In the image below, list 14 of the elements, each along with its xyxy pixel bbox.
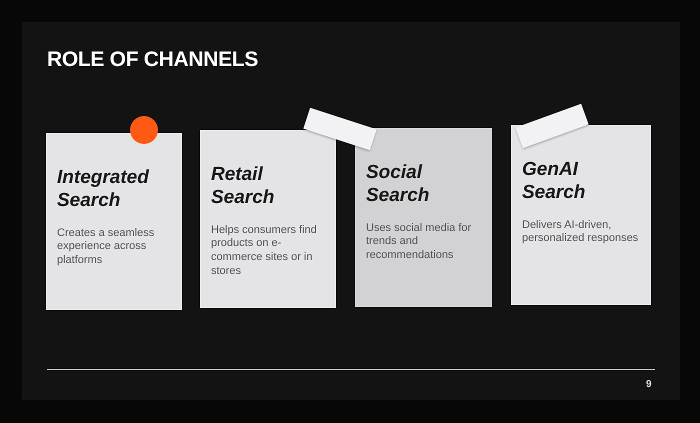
slide-title: ROLE OF CHANNELS [47, 48, 258, 72]
card-description: Uses social media for trends and recommendations [366, 222, 472, 263]
note-card [355, 128, 492, 307]
note-card [511, 125, 651, 305]
note-card [200, 130, 336, 308]
card-heading: GenAI Search [522, 159, 586, 205]
card-heading: Social Search [366, 162, 430, 208]
page-number: 9 [646, 379, 652, 390]
card-heading: Retail Search [211, 164, 276, 210]
note-card [46, 133, 182, 310]
card-heading: Integrated Search [57, 167, 150, 213]
card-description: Helps consumers find products on e-commerce sites or in stores [211, 224, 318, 279]
card-description: Creates a seamless experience across platforms [57, 226, 156, 268]
card-description: Delivers AI-driven, personalized responses [522, 218, 640, 246]
